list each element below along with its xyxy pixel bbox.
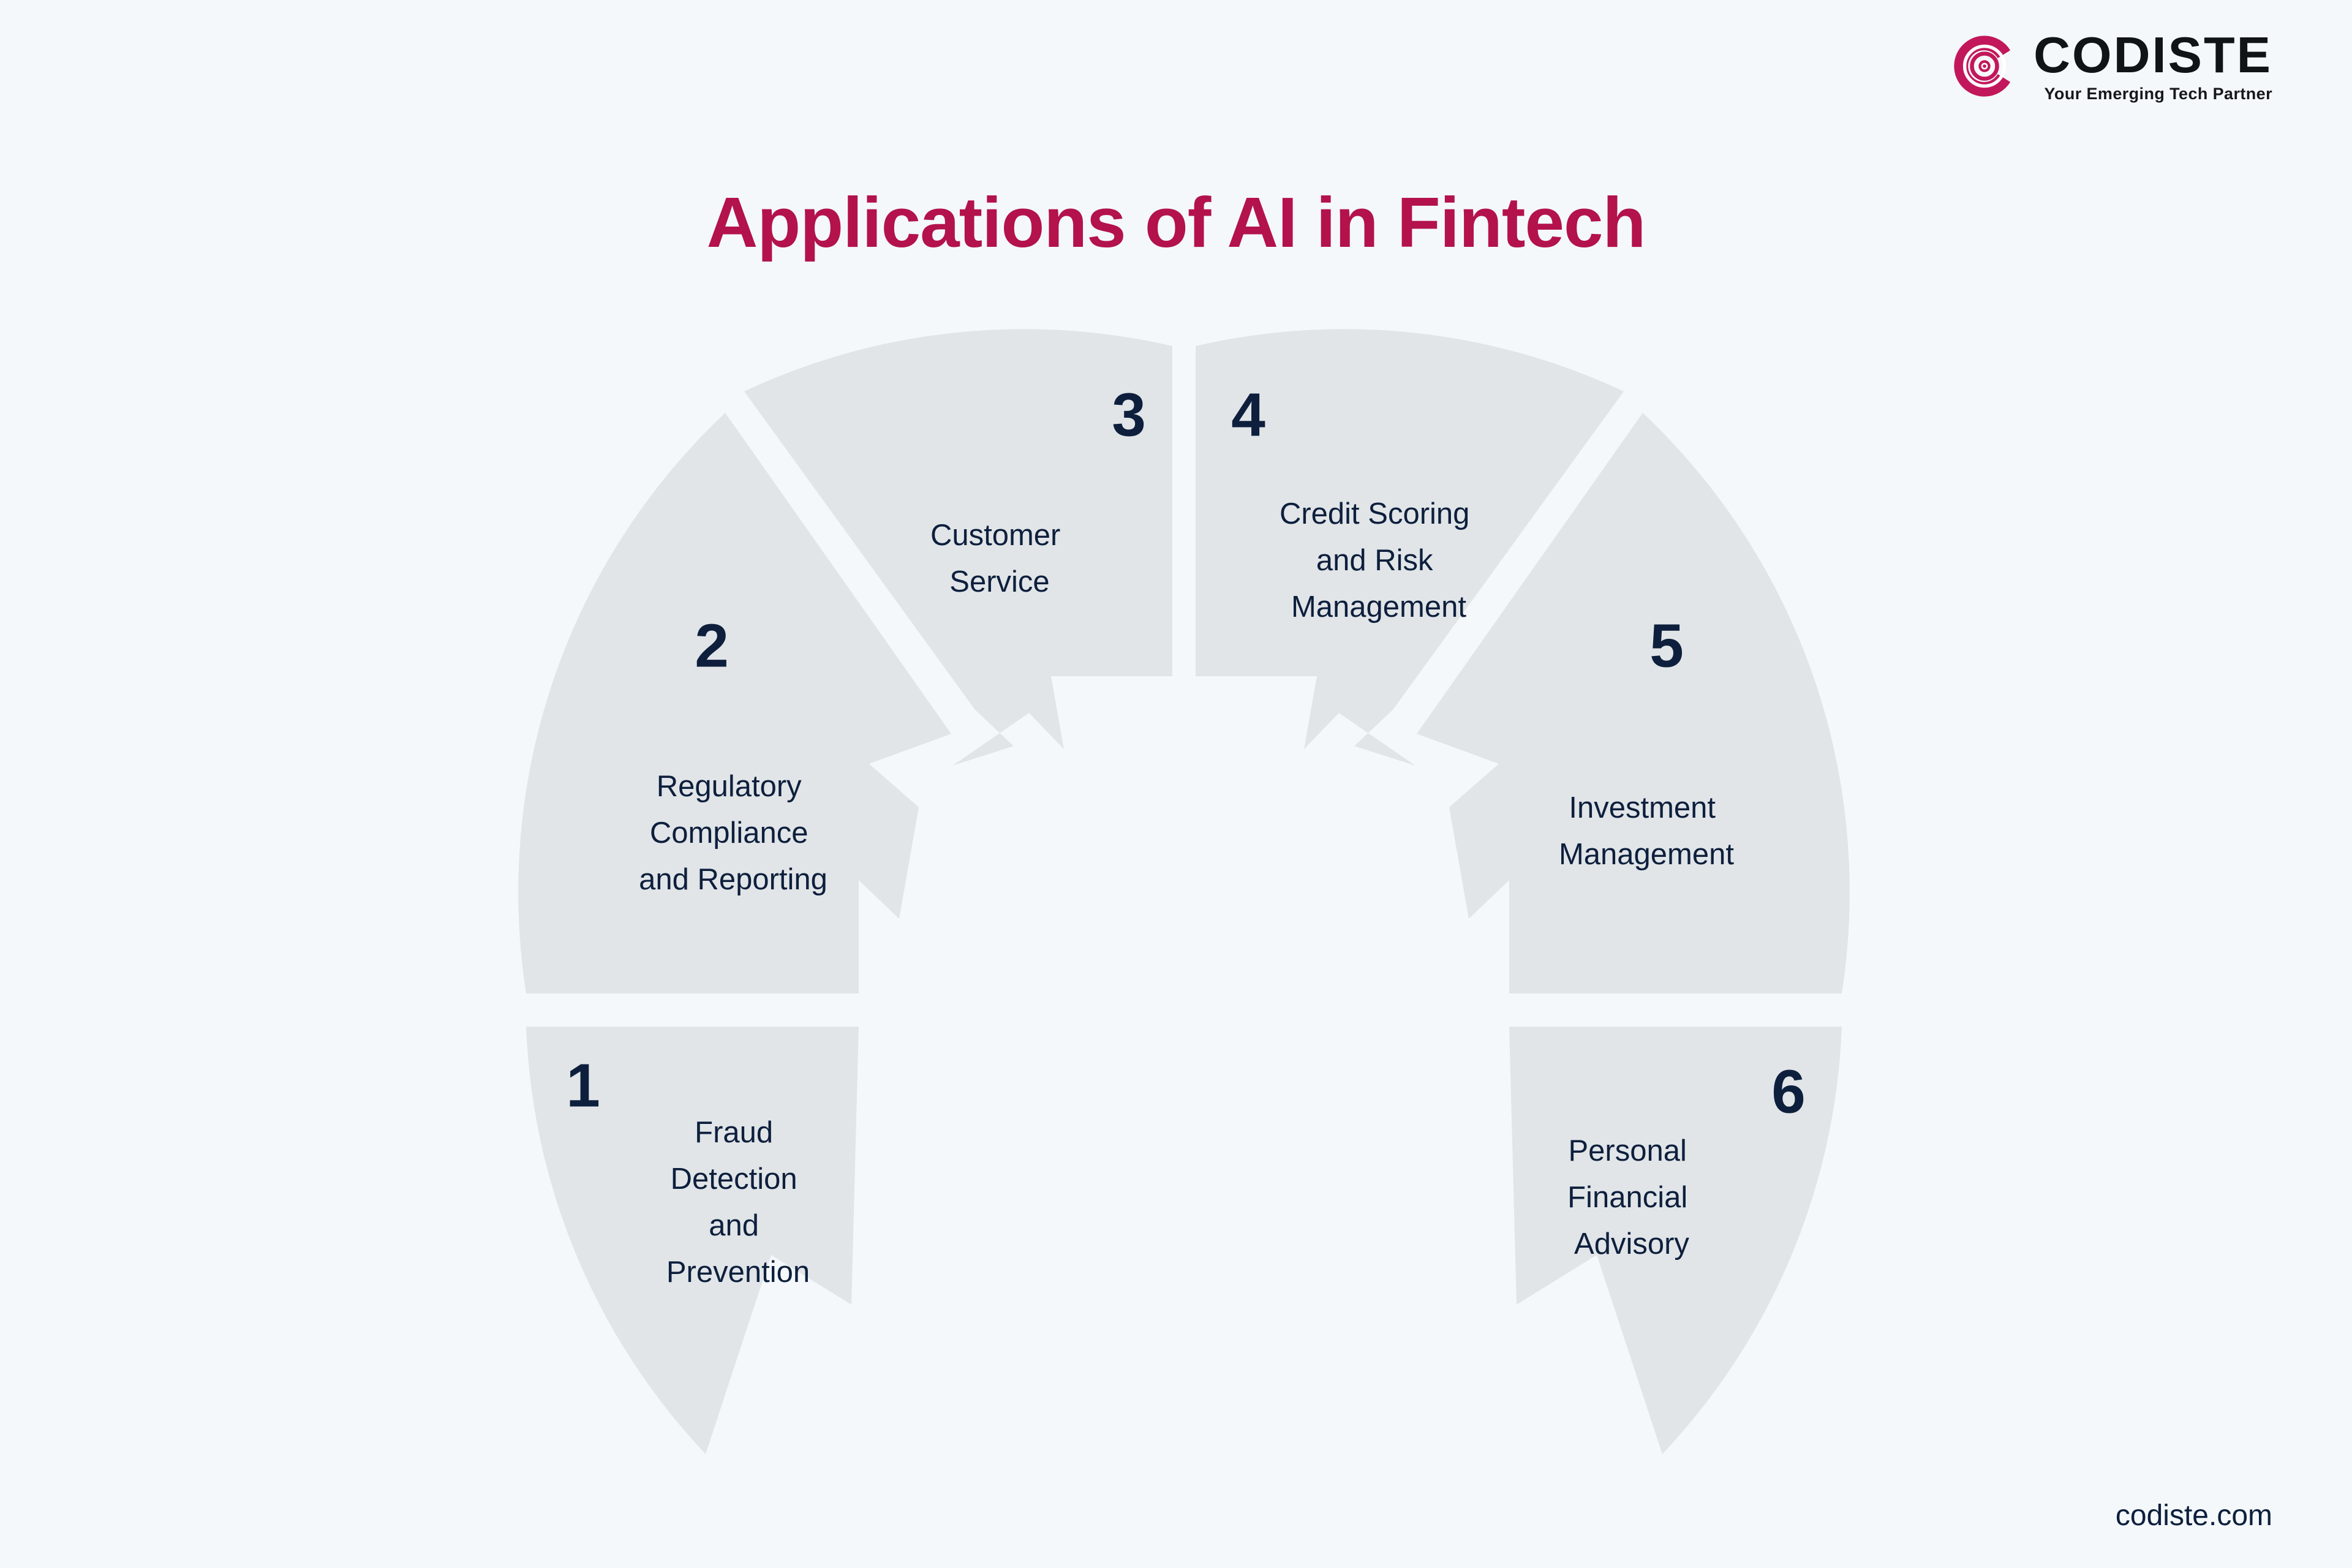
segment-5-number: 5 bbox=[1649, 611, 1684, 680]
segment-5-shape[interactable] bbox=[1417, 413, 1850, 993]
segment-4-label: Credit Scoring and Risk Management bbox=[1280, 497, 1478, 624]
page-title: Applications of AI in Fintech bbox=[706, 182, 1646, 262]
segment-5-label: Investment Management bbox=[1559, 791, 1734, 871]
brand-logo: CODISTE Your Emerging Tech Partner bbox=[1951, 29, 2272, 102]
segment-2[interactable]: 2 Regulatory Compliance and Reporting bbox=[518, 413, 951, 993]
segment-4[interactable]: 4 Credit Scoring and Risk Management bbox=[1196, 329, 1624, 766]
segment-3-number: 3 bbox=[1112, 380, 1146, 449]
segment-3-label: Customer Service bbox=[930, 519, 1069, 598]
segment-6-number: 6 bbox=[1771, 1057, 1806, 1126]
segment-1-number: 1 bbox=[566, 1051, 600, 1120]
segment-4-number: 4 bbox=[1231, 380, 1265, 449]
logo-wordmark: CODISTE bbox=[2034, 26, 2272, 83]
segment-3-shape[interactable] bbox=[744, 329, 1172, 766]
segment-2-shape[interactable] bbox=[518, 413, 951, 993]
logo-tagline: Your Emerging Tech Partner bbox=[2044, 85, 2272, 103]
segment-5[interactable]: 5 Investment Management bbox=[1417, 413, 1850, 993]
segment-6-shape[interactable] bbox=[1509, 1027, 1842, 1454]
segment-1-label: Fraud Detection and Prevention bbox=[666, 1116, 810, 1289]
codiste-logo-icon bbox=[1954, 35, 2011, 97]
segment-1[interactable]: 1 Fraud Detection and Prevention bbox=[526, 1027, 859, 1454]
footer-website-url: codiste.com bbox=[2115, 1499, 2272, 1532]
segment-6[interactable]: 6 Personal Financial Advisory bbox=[1509, 1027, 1842, 1454]
segment-4-shape[interactable] bbox=[1196, 329, 1624, 766]
logo-text-block: CODISTE Your Emerging Tech Partner bbox=[2034, 29, 2272, 102]
segment-1-shape[interactable] bbox=[526, 1027, 859, 1454]
segment-2-number: 2 bbox=[695, 611, 729, 680]
segment-2-label: Regulatory Compliance and Reporting bbox=[639, 770, 827, 896]
segment-6-label: Personal Financial Advisory bbox=[1567, 1134, 1696, 1261]
segment-3[interactable]: 3 Customer Service bbox=[744, 329, 1172, 766]
